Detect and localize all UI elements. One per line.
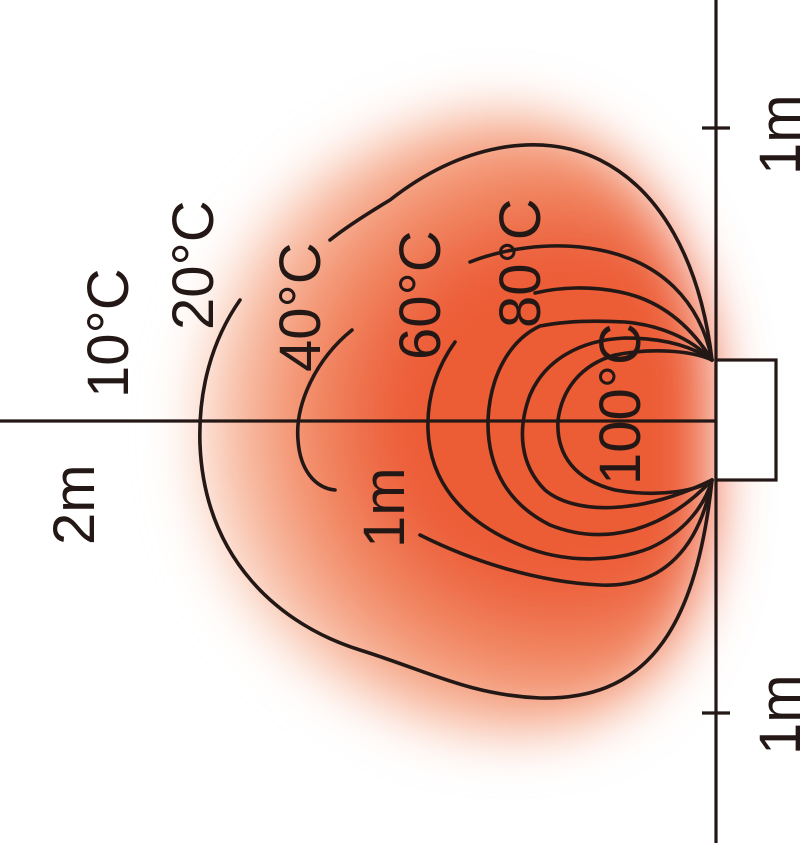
scale-1m-bottom: 1m bbox=[748, 674, 800, 755]
scale-1m-horizontal: 1m bbox=[352, 467, 417, 548]
label-20c: 20°C bbox=[161, 200, 226, 330]
contour-80 bbox=[486, 319, 714, 537]
heat-glow bbox=[194, 113, 712, 734]
contour-20 bbox=[198, 143, 714, 700]
label-10c: 10°C bbox=[76, 268, 141, 398]
label-80c: 80°C bbox=[488, 198, 553, 328]
scale-2m-horizontal: 2m bbox=[42, 464, 107, 545]
contour-60 bbox=[426, 286, 714, 561]
contour-40 bbox=[295, 244, 714, 587]
label-60c: 60°C bbox=[388, 230, 453, 360]
contour-90 bbox=[520, 336, 714, 510]
label-100c: 100°C bbox=[588, 323, 653, 485]
scale-1m-top: 1m bbox=[748, 94, 800, 175]
heater-box bbox=[714, 358, 778, 482]
contour-100 bbox=[556, 349, 714, 496]
label-40c: 40°C bbox=[268, 242, 333, 372]
